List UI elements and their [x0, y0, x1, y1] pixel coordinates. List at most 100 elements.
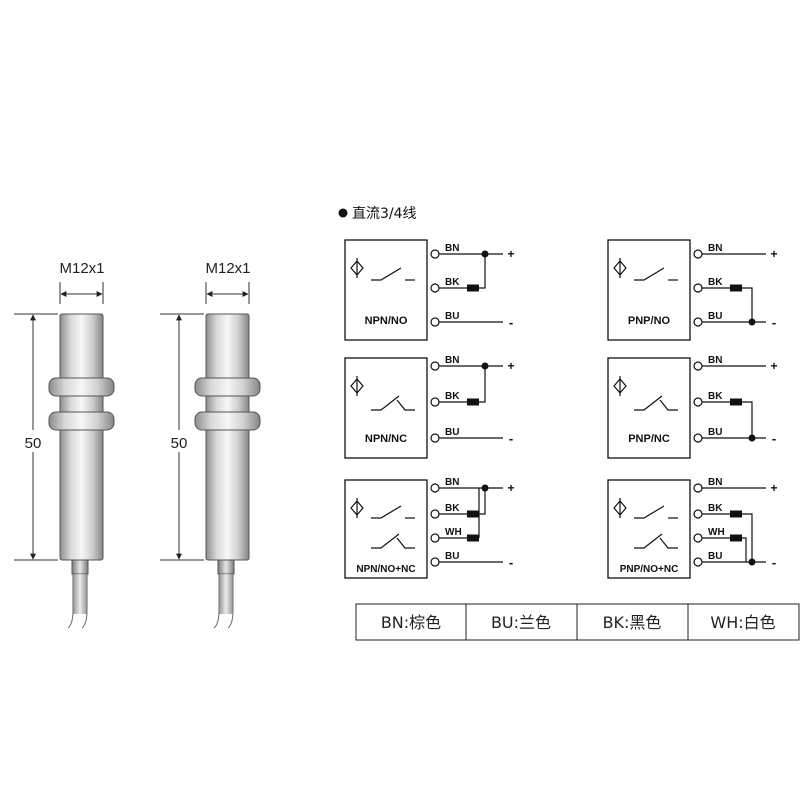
sensor-nut-upper	[194, 377, 261, 397]
terminal-bn	[430, 361, 440, 371]
no-switch-icon	[371, 267, 402, 281]
sensor-box	[607, 357, 691, 459]
no-switch-icon	[634, 505, 665, 519]
junction-dot-icon	[748, 558, 756, 566]
terminal-bk	[693, 283, 703, 293]
junction-dot-icon	[481, 484, 489, 492]
circuit-label: NPN/NO+NC	[356, 564, 415, 575]
bullet-icon	[338, 208, 348, 218]
terminal-bk	[430, 283, 440, 293]
wire-label-bk: BK	[445, 503, 460, 514]
load-resistor-icon	[467, 284, 479, 292]
sensor-body	[205, 313, 250, 561]
sensor-box	[344, 357, 428, 459]
nc-switch-contact	[396, 399, 415, 411]
sensor-box	[344, 479, 428, 579]
wire-label-bu: BU	[708, 551, 722, 562]
sensor-symbol-icon	[350, 378, 364, 394]
junction-dot-icon	[748, 434, 756, 442]
terminal-bu	[430, 317, 440, 327]
sensor-body	[59, 313, 104, 561]
wire-label-bk: BK	[708, 503, 723, 514]
wire-load-link	[479, 254, 486, 289]
legend-cell: BK:黑色	[603, 613, 662, 632]
terminal-bu	[693, 557, 703, 567]
wire-label-bu: BU	[445, 551, 459, 562]
sensor-symbol-icon	[613, 500, 627, 516]
terminal-bn	[693, 483, 703, 493]
wire-load-link	[479, 488, 486, 515]
circuit-label: NPN/NO	[365, 315, 408, 327]
sensor-symbol-icon	[613, 378, 627, 394]
wire-label-bk: BK	[445, 277, 460, 288]
circuit-label: PNP/NO	[628, 315, 671, 327]
load-resistor-icon	[730, 284, 742, 292]
wire-label-bn: BN	[445, 243, 459, 254]
polarity-minus: -	[772, 315, 776, 330]
terminal-bu	[693, 433, 703, 443]
legend-cell: BN:棕色	[381, 613, 441, 632]
wire-label-bk: BK	[708, 391, 723, 402]
nc-switch-icon	[634, 533, 663, 549]
length-label-bg	[20, 430, 46, 452]
polarity-plus: +	[507, 481, 514, 495]
terminal-bn	[430, 249, 440, 259]
thread-label: M12x1	[59, 260, 104, 277]
sensor-box	[607, 479, 691, 579]
length-label: 50	[25, 435, 42, 452]
section-title: 直流3/4线	[352, 205, 417, 222]
terminal-bu	[693, 317, 703, 327]
wire-label-bk: BK	[445, 391, 460, 402]
junction-dot-icon	[481, 362, 489, 370]
terminal-bu	[430, 557, 440, 567]
polarity-minus: -	[772, 431, 776, 446]
sensor-symbol-icon	[350, 260, 364, 276]
no-switch-icon	[634, 267, 665, 281]
terminal-bu	[430, 433, 440, 443]
wire-load-link	[742, 537, 747, 562]
no-switch-icon	[371, 505, 402, 519]
wire-label-bn: BN	[708, 243, 722, 254]
polarity-plus: +	[507, 359, 514, 373]
wire-label-wh: WH	[445, 527, 462, 538]
sensor-nut-upper	[48, 377, 115, 397]
wire-label-bn: BN	[445, 477, 459, 488]
length-label: 50	[171, 435, 188, 452]
load-resistor-icon	[467, 534, 479, 542]
wire-load-link	[479, 366, 486, 403]
circuit-label: NPN/NC	[365, 433, 407, 445]
polarity-minus: -	[509, 555, 513, 570]
junction-dot-icon	[748, 318, 756, 326]
wire-label-bu: BU	[445, 427, 459, 438]
wire-label-bn: BN	[708, 477, 722, 488]
polarity-plus: +	[507, 247, 514, 261]
terminal-bk	[693, 397, 703, 407]
wire-label-bu: BU	[708, 427, 722, 438]
wire-label-wh: WH	[708, 527, 725, 538]
terminal-wh	[430, 533, 440, 543]
junction-dot-icon	[481, 250, 489, 258]
wire-label-bn: BN	[445, 355, 459, 366]
polarity-plus: +	[770, 481, 777, 495]
terminal-bn	[693, 249, 703, 259]
nc-switch-icon	[371, 533, 400, 549]
circuit-label: PNP/NO+NC	[620, 564, 679, 575]
terminal-bk	[430, 509, 440, 519]
terminal-bn	[693, 361, 703, 371]
load-resistor-icon	[730, 510, 742, 518]
thread-label: M12x1	[205, 260, 250, 277]
load-resistor-icon	[730, 534, 742, 542]
legend-cell: BU:兰色	[491, 613, 551, 632]
nc-switch-icon	[634, 395, 663, 411]
sensor-cable-sleeve	[217, 559, 235, 575]
sensor-drawing-1: M12x1 50	[14, 260, 115, 629]
load-resistor-icon	[730, 398, 742, 406]
terminal-bk	[430, 397, 440, 407]
sensor-cable-core	[73, 574, 87, 614]
sensor-cable-core	[219, 574, 233, 614]
